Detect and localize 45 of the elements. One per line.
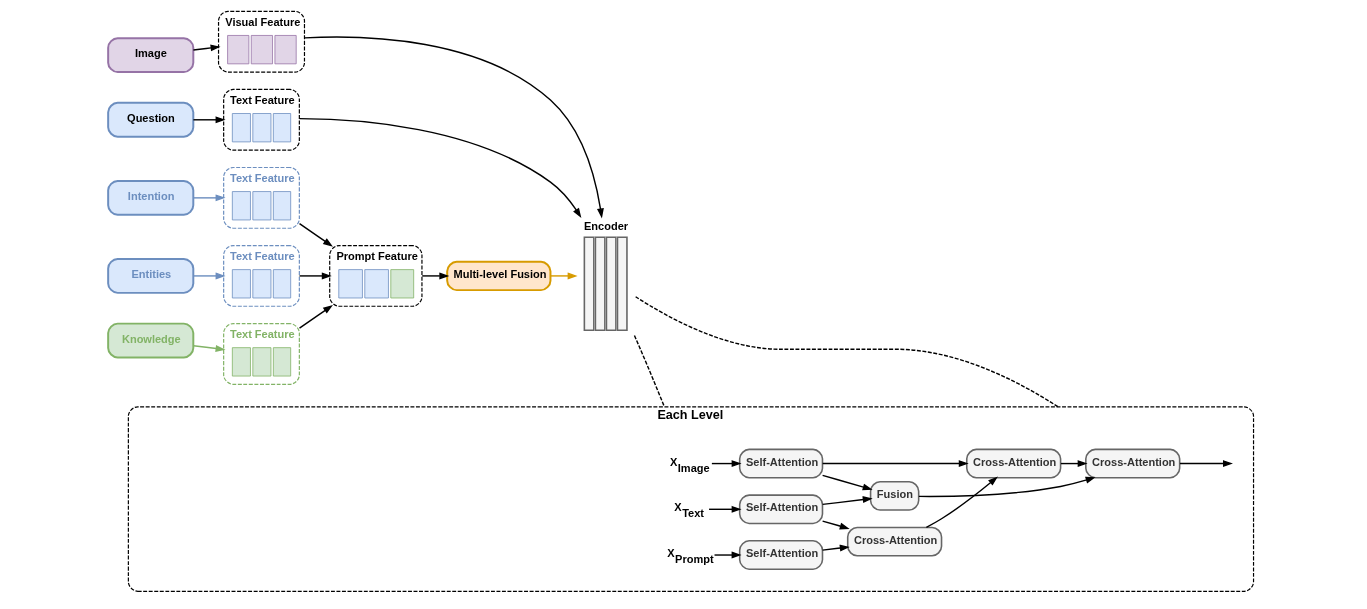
node-box: Knowledge — [106, 322, 194, 359]
arrow — [917, 476, 1096, 498]
node-box: Self-Attention — [738, 448, 823, 479]
node-box: Multi-level Fusion — [445, 260, 551, 292]
arrow — [298, 222, 333, 247]
arrow — [298, 272, 332, 280]
arrow — [192, 345, 225, 352]
node-box: Intention — [106, 179, 194, 216]
node-box: Cross-Attention — [846, 526, 942, 557]
arrow — [710, 460, 742, 468]
node-box: Cross-Attention — [965, 448, 1061, 479]
arrow — [192, 194, 226, 202]
node-box: Fusion — [869, 480, 919, 511]
arrow — [298, 117, 581, 218]
arrow — [420, 272, 449, 280]
arrow — [192, 272, 226, 280]
connector — [633, 334, 665, 408]
arrow — [925, 476, 998, 529]
arrow — [821, 544, 850, 552]
node-box: Text Feature — [222, 244, 300, 307]
arrow — [303, 36, 604, 219]
arrow — [192, 44, 220, 52]
arrow — [713, 551, 742, 559]
node-box: Prompt Feature — [328, 244, 423, 307]
arrow — [821, 496, 873, 506]
arrow — [1178, 460, 1233, 468]
arrow — [821, 520, 850, 530]
node-box: Visual Feature — [217, 10, 305, 73]
arrow — [298, 305, 333, 329]
node-box: Text Feature — [222, 166, 300, 229]
arrow — [549, 272, 578, 280]
node-box: Text Feature — [222, 88, 300, 151]
arrow — [821, 474, 873, 491]
node-label: Encoder — [583, 219, 628, 232]
arrow — [821, 460, 969, 468]
node-box: Self-Attention — [738, 540, 823, 570]
connector — [634, 296, 1059, 408]
node-box: Text Feature — [222, 323, 300, 385]
node-box: Cross-Attention — [1084, 448, 1180, 479]
node-box: Image — [106, 37, 194, 74]
arrow — [707, 505, 742, 513]
node-box: Question — [106, 101, 194, 138]
node-box: Self-Attention — [738, 494, 823, 525]
arrow — [192, 116, 226, 124]
node-box: Entities — [106, 258, 194, 294]
